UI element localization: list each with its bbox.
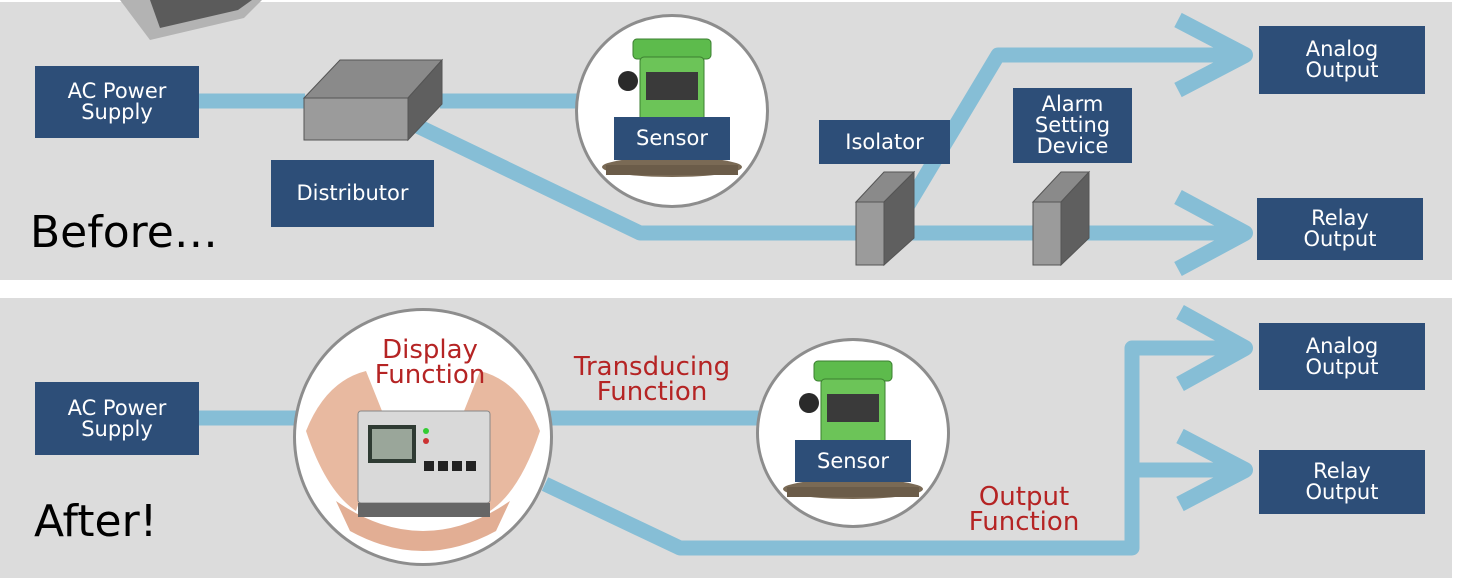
before-heading: Before…	[30, 207, 218, 258]
transducing-function-label: Transducing Function	[573, 352, 731, 407]
distributor-block-icon	[302, 58, 444, 142]
sensor-circle-after	[756, 338, 950, 528]
sensor-device-icon	[602, 38, 742, 177]
sensor-label-after: Sensor	[795, 440, 911, 482]
line-controller-to-outputs	[541, 340, 1245, 556]
output-function-label: Output Function	[968, 482, 1080, 537]
monitor-corner-icon	[120, 0, 262, 40]
arrow-analog-after	[1176, 305, 1253, 391]
isolator-label: Isolator	[819, 120, 950, 164]
relay-output-after: Relay Output	[1259, 450, 1425, 514]
analog-output-after: Analog Output	[1259, 323, 1425, 390]
sensor-label-before: Sensor	[614, 117, 730, 160]
sensor-circle-before	[575, 14, 769, 208]
controller-circle	[293, 308, 553, 566]
analog-output-before: Analog Output	[1259, 26, 1425, 94]
ac-power-supply-before: AC Power Supply	[35, 66, 199, 138]
controller-in-hands-icon	[306, 371, 540, 551]
after-heading: After!	[34, 496, 158, 547]
sensor-device-icon	[783, 360, 923, 499]
arrow-relay-before	[1174, 189, 1253, 277]
arrow-analog-before	[1174, 12, 1253, 98]
alarm-setting-device-label: Alarm Setting Device	[1013, 88, 1132, 163]
relay-output-before: Relay Output	[1257, 198, 1423, 260]
arrow-relay-after	[1176, 428, 1253, 512]
alarm-block-icon	[1031, 170, 1091, 267]
display-function-label: Display Function	[374, 335, 486, 390]
distributor-label: Distributor	[271, 160, 434, 227]
isolator-block-icon	[854, 170, 916, 267]
ac-power-supply-after: AC Power Supply	[35, 382, 199, 455]
